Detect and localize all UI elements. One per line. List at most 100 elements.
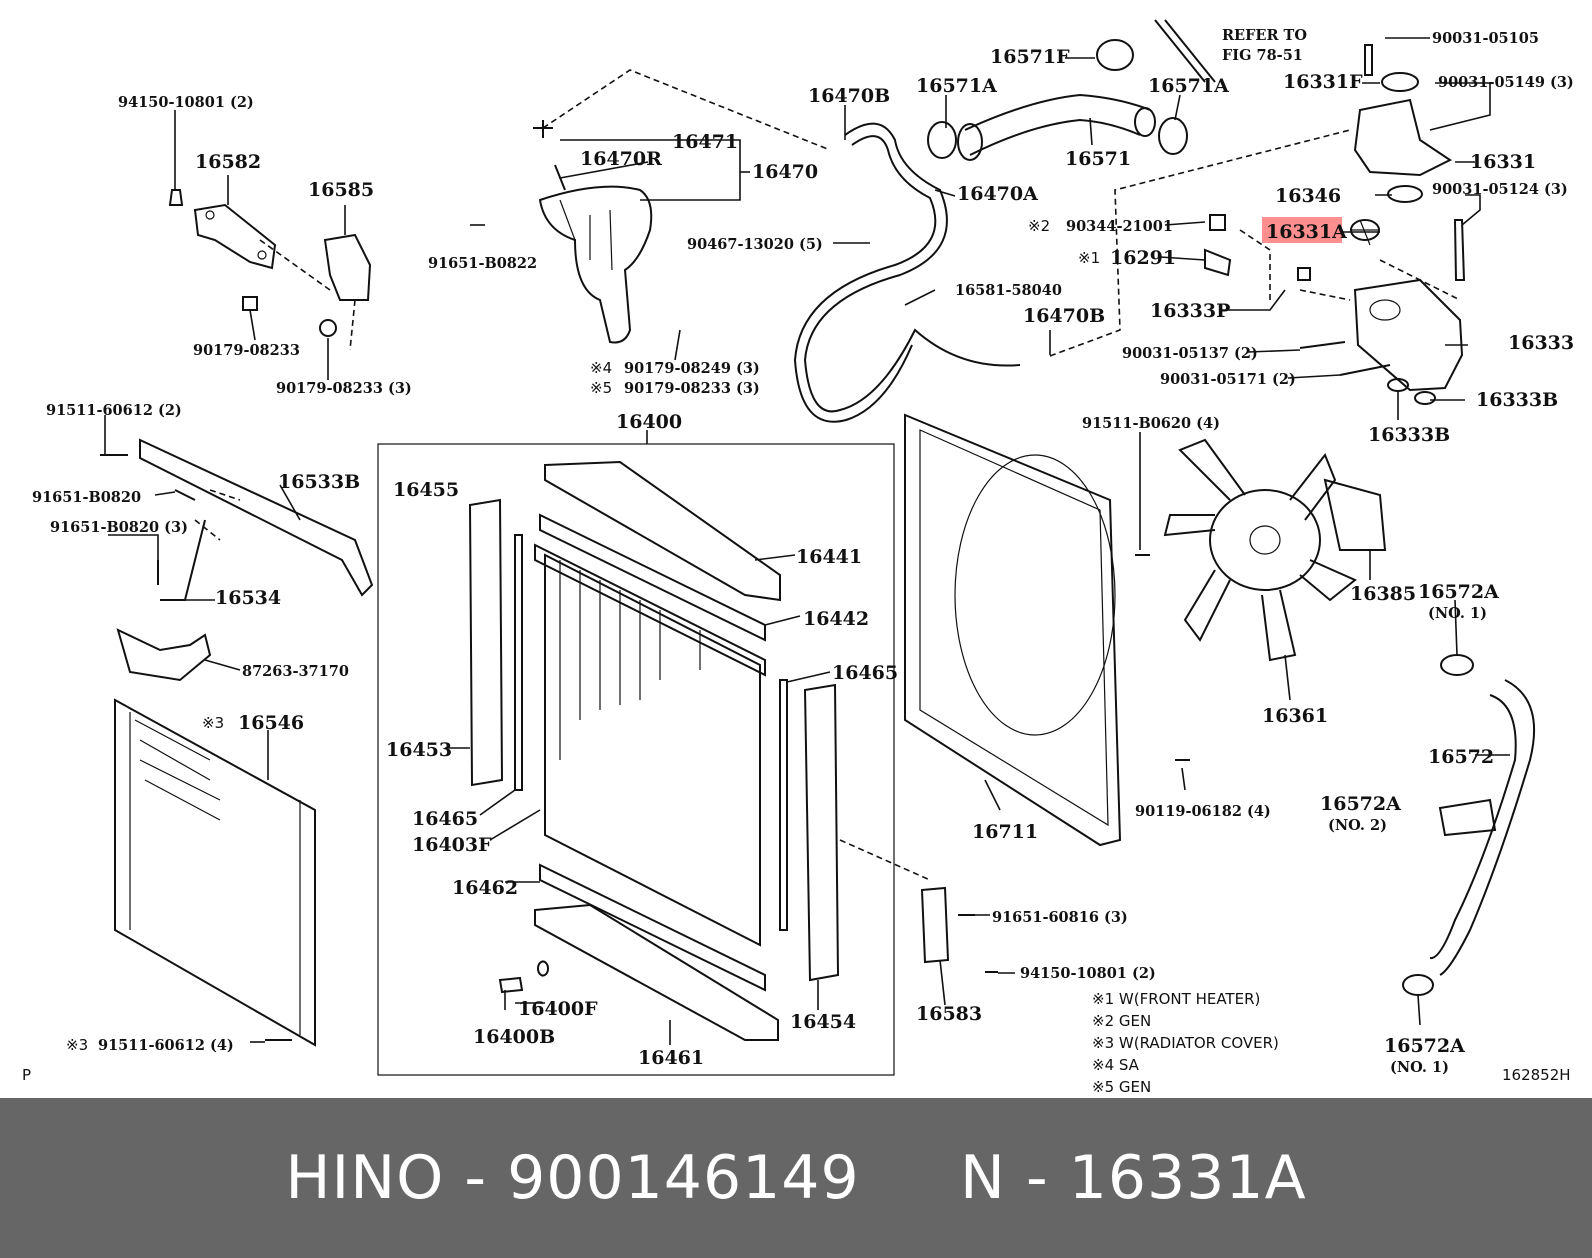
label-16291: 16291: [1110, 247, 1176, 269]
label-16461: 16461: [638, 1047, 704, 1069]
part-number-banner: HINO - 900146149 N - 16331A: [0, 1098, 1592, 1258]
label-figure-code: 162852H: [1502, 1066, 1571, 1084]
radiator-assembly-box: [377, 443, 895, 1076]
label-16333B-right: 16333B: [1476, 389, 1558, 411]
highlight-16331A: [1262, 217, 1342, 243]
reservoir-tank: [533, 120, 653, 344]
gasket-16442: [539, 513, 766, 642]
label-mark1: ※1: [1078, 249, 1100, 267]
gasket-16346: [1387, 185, 1423, 203]
label-16533B: 16533B: [278, 471, 360, 493]
label-16333B-left: 16333B: [1368, 424, 1450, 446]
labels: 16571F REFER TO FIG 78-51 90031-05105 16…: [22, 27, 1574, 1084]
label-16572A-mid: 16572A: [1320, 793, 1401, 815]
label-mark2: ※2: [1028, 217, 1050, 235]
bolt-90031-05124: [1453, 219, 1466, 281]
drain-cock: [498, 960, 549, 994]
note-1: ※1 W(FRONT HEATER): [1092, 990, 1260, 1008]
label-90031-05105: 90031-05105: [1432, 30, 1539, 47]
nuts-left: [242, 296, 338, 337]
label-90031-05149: 90031-05149 (3): [1438, 74, 1574, 91]
hose-16470A-inner: [793, 135, 937, 423]
label-16711: 16711: [972, 821, 1038, 843]
label-91651-B0822: 91651-B0822: [428, 255, 537, 272]
label-mark5: ※5: [590, 379, 612, 397]
label-no2: (NO. 2): [1328, 817, 1387, 834]
label-16581-58040: 16581-58040: [955, 282, 1062, 299]
lower-tank-16461: [534, 903, 779, 1041]
label-16346: 16346: [1275, 185, 1341, 207]
radiator-core: [534, 543, 766, 947]
hose-16571-end: [957, 123, 983, 161]
clamp-16572A-bot: [1402, 974, 1434, 996]
label-91651-B0820: 91651-B0820: [32, 489, 141, 506]
label-94150-10801-top: 94150-10801 (2): [118, 94, 254, 111]
bracket-16582: [168, 189, 277, 270]
note-2: ※2 GEN: [1092, 1012, 1151, 1030]
label-16400B: 16400B: [473, 1026, 555, 1048]
label-mark3-bolt: ※3: [66, 1036, 88, 1054]
clamp-16571A-right: [1158, 117, 1188, 155]
label-90031-05124: 90031-05124 (3): [1432, 181, 1568, 198]
label-91511-60612-2: 91511-60612 (2): [46, 402, 182, 419]
label-16400: 16400: [616, 411, 682, 433]
label-16442: 16442: [803, 608, 869, 630]
label-fig-ref: FIG 78-51: [1222, 47, 1303, 64]
label-16333: 16333: [1508, 332, 1574, 354]
label-90179-08233-5: 90179-08233 (3): [624, 380, 760, 397]
hose-16571: [964, 93, 1151, 156]
oring-16333B-a: [1387, 378, 1409, 392]
label-16546: 16546: [238, 712, 304, 734]
seal-16465-right: [779, 679, 788, 931]
radiator-cover-16546: [114, 698, 316, 1047]
clamp-16571F: [1096, 39, 1134, 71]
label-16470R: 16470R: [580, 148, 662, 170]
label-no1-top: (NO. 1): [1428, 605, 1487, 622]
diagram-drawing: 16571F REFER TO FIG 78-51 90031-05105 16…: [22, 19, 1574, 1096]
clamp-16571A-left: [927, 121, 957, 159]
label-16572A-bot: 16572A: [1384, 1035, 1465, 1057]
label-16572: 16572: [1428, 746, 1494, 768]
hose-dash-line: [1049, 129, 1351, 357]
label-no1-bot: (NO. 1): [1390, 1059, 1449, 1076]
label-16333P: 16333P: [1150, 300, 1230, 322]
upper-tank-16441: [544, 460, 781, 602]
note-3: ※3 W(RADIATOR COVER): [1092, 1034, 1279, 1052]
clamp-16572A-top: [1440, 654, 1474, 676]
label-90179-08233: 90179-08233: [193, 342, 300, 359]
support-16533B: [139, 438, 374, 597]
label-91511-B0620: 91511-B0620 (4): [1082, 415, 1220, 432]
hose-16572: [1429, 679, 1536, 976]
label-16453: 16453: [386, 739, 452, 761]
bolts-inlet: [1299, 341, 1391, 376]
bracket-87263: [116, 628, 212, 682]
label-16441: 16441: [796, 546, 862, 568]
label-16385: 16385: [1350, 583, 1416, 605]
label-16470A: 16470A: [957, 183, 1038, 205]
note-4: ※4 SA: [1092, 1056, 1140, 1074]
clamp-16572A-no2: [1438, 798, 1497, 837]
label-mark4: ※4: [590, 359, 612, 377]
label-16331A-highlight: 16331A: [1266, 221, 1347, 243]
label-16582: 16582: [195, 151, 261, 173]
label-90119-06182: 90119-06182 (4): [1135, 803, 1271, 820]
label-16331F: 16331F: [1283, 71, 1363, 93]
bracket-16585: [323, 233, 372, 301]
label-90467-13020: 90467-13020 (5): [687, 236, 823, 253]
small-fittings: [1204, 214, 1311, 281]
label-87263-37170: 87263-37170: [242, 663, 349, 680]
fan-shroud-16711: [904, 413, 1122, 847]
oring-16333B-b: [1414, 391, 1436, 405]
seal-16465-left: [514, 534, 523, 791]
leader-lines: [104, 37, 1510, 1045]
label-90344-21001: 90344-21001: [1066, 218, 1173, 235]
label-16470B-top: 16470B: [808, 85, 890, 107]
label-16400F: 16400F: [518, 998, 598, 1020]
hose-16571-end-right: [1134, 107, 1156, 137]
label-16361: 16361: [1262, 705, 1328, 727]
label-90031-05137: 90031-05137 (2): [1122, 345, 1258, 362]
label-16585: 16585: [308, 179, 374, 201]
label-16583: 16583: [916, 1003, 982, 1025]
refer-line: [1154, 19, 1216, 83]
support-dash: [194, 489, 241, 541]
